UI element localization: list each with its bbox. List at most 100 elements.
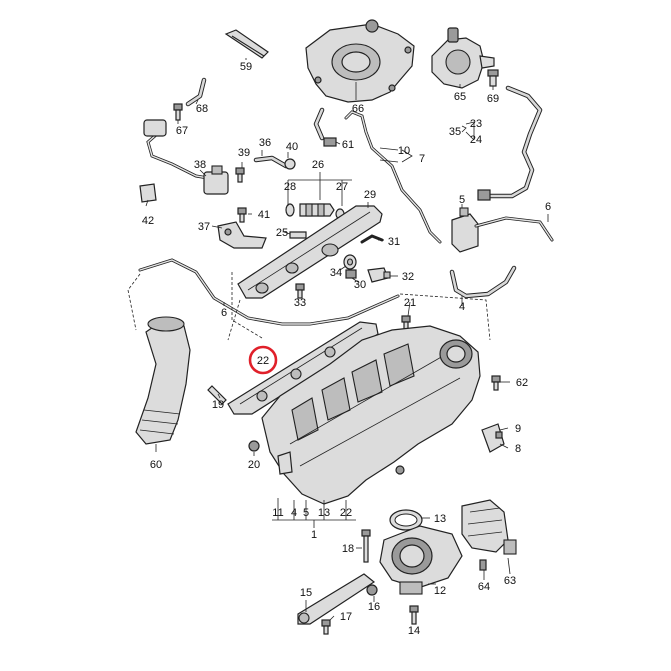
part-30-sensor [345, 269, 357, 279]
part-23-24-hose [477, 85, 543, 201]
part-65-fuel-pump [431, 27, 495, 89]
part-26-injector [285, 203, 345, 220]
label-60: 60 [150, 459, 162, 471]
label-8: 8 [515, 443, 521, 455]
part-6-line [138, 258, 400, 326]
part-63-actuator [461, 499, 517, 571]
part-17-bolt [321, 619, 331, 635]
label-24: 24 [470, 134, 482, 146]
label-63: 63 [504, 575, 516, 587]
label-6: 6 [221, 307, 227, 319]
label-4-lower: 4 [291, 507, 297, 519]
label-31: 31 [388, 236, 400, 248]
label-18: 18 [342, 543, 354, 555]
part-31-clip [360, 234, 384, 244]
label-22-highlighted: 22 [257, 355, 269, 367]
label-29: 29 [364, 189, 376, 201]
part-59-bracket [224, 29, 269, 59]
label-34: 34 [330, 267, 342, 279]
label-41: 41 [258, 209, 270, 221]
label-61: 61 [342, 139, 354, 151]
label-9: 9 [515, 423, 521, 435]
label-6-right: 6 [545, 201, 551, 213]
part-22-gasket [227, 321, 379, 415]
label-10: 10 [398, 145, 410, 157]
label-22-lower: 22 [340, 507, 352, 519]
label-14: 14 [408, 625, 420, 637]
label-20: 20 [248, 459, 260, 471]
label-13-lower: 13 [318, 507, 330, 519]
label-69: 69 [487, 93, 499, 105]
label-19: 19 [212, 399, 224, 411]
label-35: 35 [449, 126, 461, 138]
part-11-sensor [277, 451, 293, 475]
part-16-nut [366, 584, 378, 596]
label-5-lower: 5 [303, 507, 309, 519]
part-62-bolt [491, 375, 501, 391]
label-30: 30 [354, 279, 366, 291]
label-37: 37 [198, 221, 210, 233]
part-66-cover-unit [305, 19, 415, 103]
part-32-sensor [367, 267, 391, 283]
label-16: 16 [368, 601, 380, 613]
label-62: 62 [516, 377, 528, 389]
part-14-bolt [409, 605, 419, 625]
label-27: 27 [336, 181, 348, 193]
part-8-9-sensor [481, 423, 505, 453]
part-38-purge-valve [139, 119, 229, 203]
part-12-throttle-body [379, 525, 463, 595]
part-10-pipe [344, 110, 442, 244]
label-66: 66 [352, 103, 364, 115]
part-41-bolt [237, 207, 247, 223]
label-1: 1 [311, 529, 317, 541]
part-69-bolt [487, 69, 499, 87]
label-65: 65 [454, 91, 466, 103]
label-5: 5 [459, 194, 465, 206]
label-13: 13 [434, 513, 446, 525]
part-39-bolt [235, 167, 245, 183]
label-38: 38 [194, 159, 206, 171]
part-33-bolt [295, 283, 305, 299]
part-25-pin [289, 231, 307, 239]
label-36: 36 [259, 137, 271, 149]
label-68: 68 [196, 103, 208, 115]
label-67: 67 [176, 125, 188, 137]
part-13-oring [389, 509, 423, 531]
label-28: 28 [284, 181, 296, 193]
leader-lines [145, 58, 549, 621]
part-19-stud [207, 385, 227, 405]
label-21: 21 [404, 297, 416, 309]
part-36-hose [253, 155, 289, 169]
highlight-circle [248, 345, 278, 375]
label-12: 12 [434, 585, 446, 597]
label-4: 4 [459, 301, 465, 313]
label-32: 32 [402, 271, 414, 283]
label-25: 25 [276, 227, 288, 239]
label-59: 59 [240, 61, 252, 73]
label-15: 15 [300, 587, 312, 599]
callout-labels: 59 66 65 69 68 67 61 23 35 24 36 40 39 1… [142, 61, 551, 637]
part-61-fitting [313, 107, 337, 147]
part-29-fuel-rail [237, 205, 383, 299]
label-42: 42 [142, 215, 154, 227]
part-5-valve [449, 207, 554, 299]
part-68-hose [185, 77, 207, 107]
part-37-bracket [217, 221, 267, 249]
part-34-seal [343, 254, 357, 270]
part-15-bracket [297, 573, 376, 625]
label-64: 64 [478, 581, 490, 593]
label-17: 17 [340, 611, 352, 623]
dashed-outlines [127, 272, 491, 341]
part-67-bolt [173, 103, 183, 121]
label-7: 7 [419, 153, 425, 165]
label-11: 11 [272, 507, 283, 519]
label-40: 40 [286, 141, 298, 153]
part-60-air-duct [135, 316, 191, 445]
part-20-nut [248, 440, 260, 452]
label-26: 26 [312, 159, 324, 171]
part-40-clamp [284, 158, 296, 170]
part-18-bolt [361, 529, 371, 563]
part-intake-manifold [261, 325, 481, 505]
